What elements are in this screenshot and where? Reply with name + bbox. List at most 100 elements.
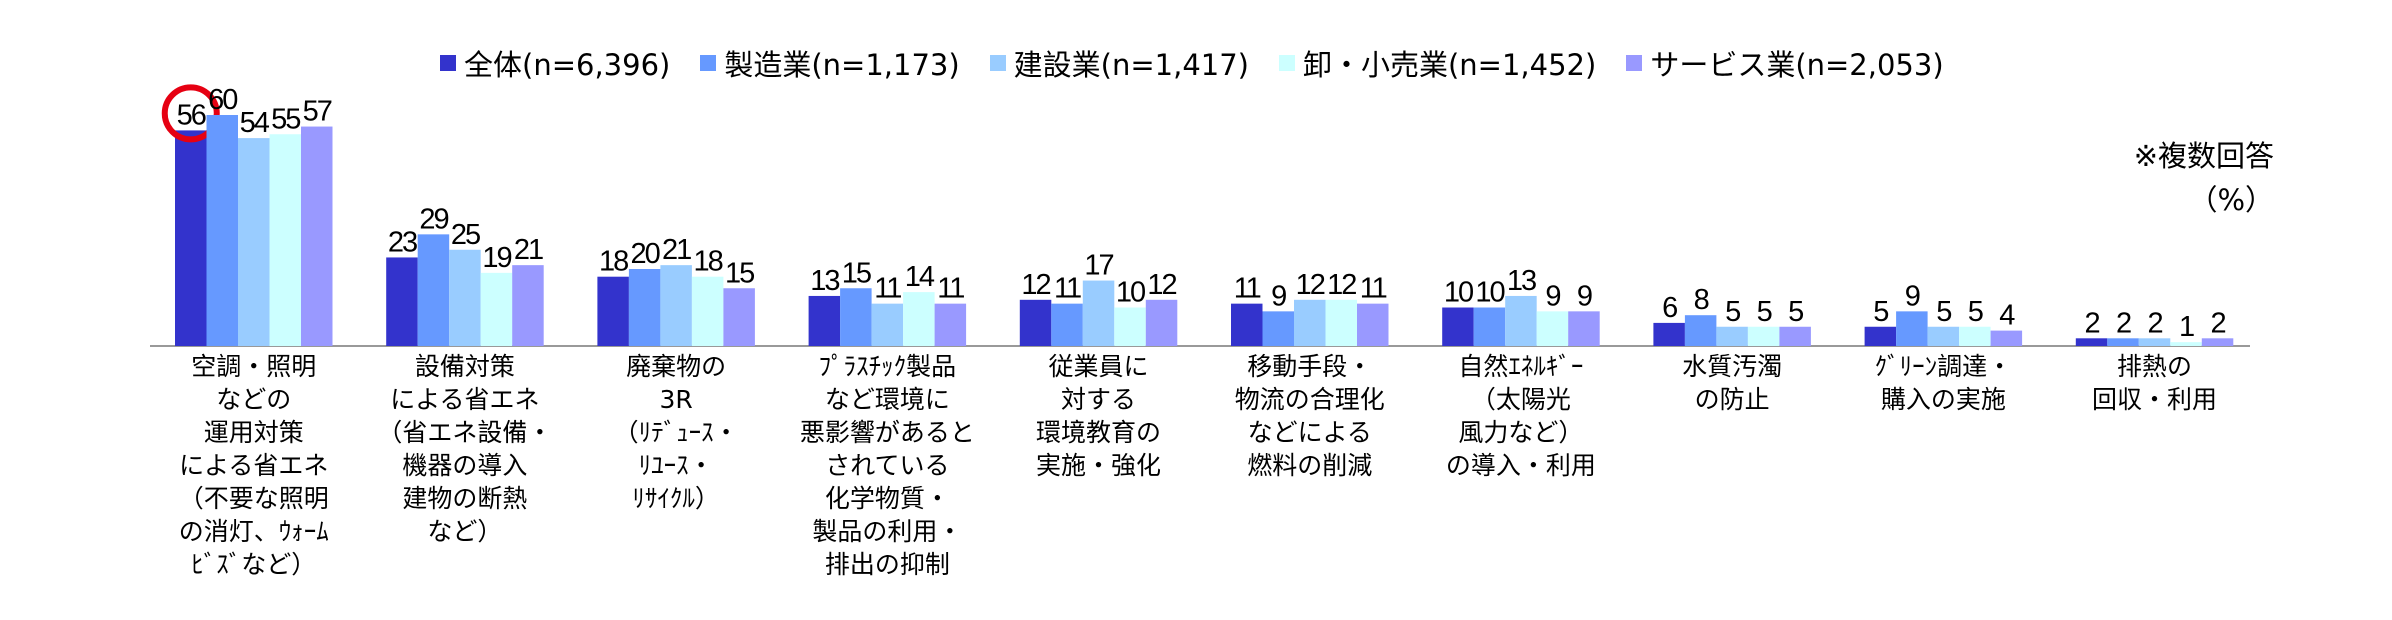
bar xyxy=(691,276,724,346)
category-label: 移動手段・ 物流の合理化 などによる 燃料の削減 xyxy=(1234,352,1385,480)
bar xyxy=(206,115,238,346)
data-label: 9 xyxy=(1545,280,1560,312)
bar xyxy=(1473,307,1506,346)
data-label: 2 xyxy=(2084,307,2099,339)
legend-label: 卸・小売業(n=1,452) xyxy=(1302,48,1597,82)
note-multiple-answer: ※複数回答 xyxy=(2133,139,2274,173)
data-label: 4 xyxy=(1999,300,2015,332)
data-label: 55 xyxy=(271,103,300,135)
bar xyxy=(1294,299,1326,346)
bar xyxy=(238,138,270,346)
data-label: 11 xyxy=(874,273,901,305)
bar xyxy=(1990,330,2023,346)
bar xyxy=(871,303,904,346)
data-label: 1 xyxy=(2179,311,2194,343)
category-label: 空調・照明 などの 運用対策 による省エネ （不要な照明 の消灯、ｳｫｰﾑ ﾋﾞ… xyxy=(178,352,329,579)
bar xyxy=(1231,303,1263,346)
category-label: 自然ｴﾈﾙｷﾞｰ （太陽光 風力など） の導入・利用 xyxy=(1445,352,1596,480)
bar xyxy=(1747,326,1780,346)
data-label: 21 xyxy=(662,234,691,266)
data-label: 5 xyxy=(1757,296,1772,328)
data-label: 54 xyxy=(240,107,270,139)
bar xyxy=(480,272,513,346)
data-label: 13 xyxy=(810,265,839,297)
data-label: 2 xyxy=(2147,307,2162,339)
bar xyxy=(1325,299,1357,346)
data-label: 5 xyxy=(1936,296,1951,328)
legend-label: サービス業(n=2,053) xyxy=(1650,48,1944,82)
bar xyxy=(1653,322,1685,346)
category-label: 従業員に 対する 環境教育の 実施・強化 xyxy=(1036,352,1162,480)
bar xyxy=(175,130,207,346)
legend-item: サービス業(n=2,053) xyxy=(1626,42,1944,84)
data-label: 12 xyxy=(1147,269,1176,301)
bar xyxy=(1959,326,1991,346)
bar xyxy=(2170,342,2202,346)
bar xyxy=(1262,311,1294,346)
legend-swatch xyxy=(440,55,456,71)
legend-swatch xyxy=(1626,55,1643,71)
category-label: 排熱の 回収・利用 xyxy=(2092,352,2218,414)
data-label: 12 xyxy=(1021,269,1050,301)
data-label: 11 xyxy=(1360,273,1387,305)
bar xyxy=(1896,311,1928,346)
data-label: 2 xyxy=(2116,307,2131,339)
data-label: 5 xyxy=(1968,296,1983,328)
data-label: 10 xyxy=(1116,277,1145,309)
bar xyxy=(840,288,872,346)
data-label: 23 xyxy=(388,226,417,258)
data-label: 9 xyxy=(1905,280,1920,312)
bar xyxy=(1357,303,1389,346)
bar xyxy=(903,292,935,346)
data-label: 8 xyxy=(1694,284,1709,316)
data-label: 17 xyxy=(1084,250,1113,282)
data-label: 29 xyxy=(419,203,448,235)
data-label: 11 xyxy=(937,273,964,305)
legend-label: 全体(n=6,396) xyxy=(464,48,671,82)
category-label: ﾌﾟﾗｽﾁｯｸ製品 など環境に 悪影響があると されている 化学物質・ 製品の利… xyxy=(799,352,975,579)
unit-label: （%） xyxy=(2188,183,2274,217)
bar xyxy=(386,257,418,346)
data-label: 15 xyxy=(725,257,754,289)
legend-swatch xyxy=(700,55,717,71)
bar xyxy=(1145,299,1178,346)
bar xyxy=(512,265,544,346)
data-label: 60 xyxy=(208,84,237,116)
data-label: 2 xyxy=(2210,307,2225,339)
data-label: 19 xyxy=(482,242,511,274)
legend-item: 卸・小売業(n=1,452) xyxy=(1278,42,1597,84)
data-label: 10 xyxy=(1444,277,1473,309)
bar xyxy=(1927,326,1960,346)
bar xyxy=(1864,326,1897,346)
legend-item: 建設業(n=1,417) xyxy=(989,42,1249,84)
category-label: ｸﾞﾘｰﾝ調達・ 購入の実施 xyxy=(1874,352,2013,414)
data-label: 18 xyxy=(599,246,628,278)
bar xyxy=(1051,303,1083,346)
bar xyxy=(660,265,692,346)
chart-note: ※複数回答 （%） xyxy=(2134,134,2274,222)
data-label: 5 xyxy=(1788,296,1803,328)
highlight-circle xyxy=(161,84,220,143)
data-label: 11 xyxy=(1234,273,1261,305)
data-label: 56 xyxy=(177,99,206,131)
data-label: 6 xyxy=(1662,292,1677,324)
data-label: 12 xyxy=(1296,269,1325,301)
data-label: 12 xyxy=(1327,269,1356,301)
data-label: 20 xyxy=(631,238,660,270)
bar xyxy=(269,134,301,346)
category-label: 設備対策 による省エネ （省エネ設備・ 機器の導入 建物の断熱 など） xyxy=(377,352,553,546)
bar xyxy=(417,234,450,346)
legend-item: 製造業(n=1,173) xyxy=(700,42,960,84)
bar xyxy=(2201,338,2234,346)
bar xyxy=(723,288,755,346)
bar xyxy=(1114,307,1146,346)
data-label: 18 xyxy=(694,246,723,278)
data-label: 5 xyxy=(1725,296,1740,328)
bar xyxy=(597,276,629,346)
data-label: 57 xyxy=(303,96,332,128)
bar xyxy=(301,126,333,346)
data-label: 25 xyxy=(451,219,480,251)
bar xyxy=(1684,315,1717,346)
data-label: 15 xyxy=(842,257,871,289)
legend-swatch xyxy=(1278,55,1295,71)
